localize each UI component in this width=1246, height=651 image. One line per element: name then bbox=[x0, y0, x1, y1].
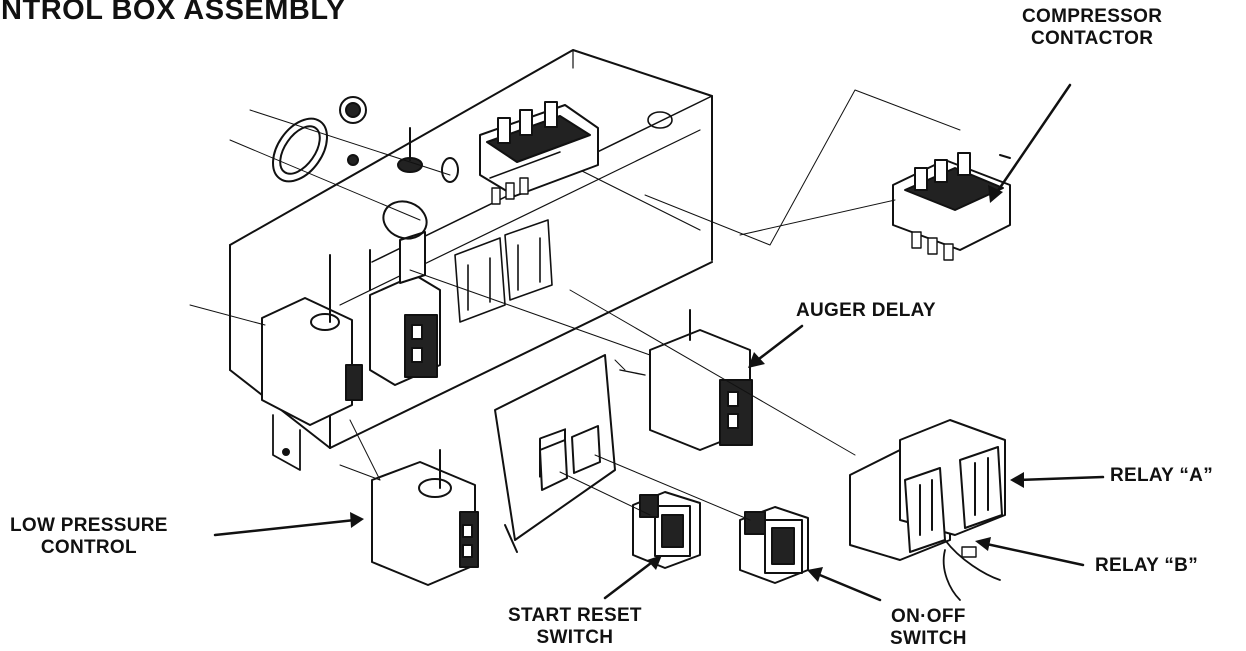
label-low-pressure-control: LOW PRESSURE CONTROL bbox=[10, 515, 168, 559]
label-on-off-switch: ON·OFF SWITCH bbox=[890, 606, 967, 650]
label-start-reset-line2: SWITCH bbox=[536, 626, 614, 648]
label-start-reset-line1: START RESET bbox=[508, 605, 642, 626]
label-compressor-line1: COMPRESSOR bbox=[1022, 6, 1163, 27]
label-on-off-line2: SWITCH bbox=[890, 627, 967, 649]
on-off-switch-part bbox=[739, 506, 809, 584]
explosion-guide-lines bbox=[189, 89, 961, 521]
internal-pressure-control bbox=[261, 254, 363, 426]
label-start-reset-switch: START RESET SWITCH bbox=[508, 605, 642, 649]
internal-auger-delay bbox=[369, 231, 441, 386]
auger-delay-part bbox=[619, 309, 753, 451]
relay-parts bbox=[849, 419, 1006, 601]
internal-contactor bbox=[479, 101, 599, 205]
label-low-pressure-line2: CONTROL bbox=[40, 536, 137, 558]
label-relay-a: RELAY “A” bbox=[1110, 465, 1214, 486]
switch-mounting-plate bbox=[494, 354, 616, 553]
leader-arrows bbox=[213, 83, 1105, 602]
compressor-contactor-part bbox=[892, 152, 1011, 261]
label-compressor-line2: CONTACTOR bbox=[1030, 27, 1154, 49]
label-compressor-contactor: COMPRESSOR CONTACTOR bbox=[1022, 6, 1162, 50]
low-pressure-control-part bbox=[371, 449, 479, 586]
label-relay-b: RELAY “B” bbox=[1095, 555, 1199, 576]
fitting-parts bbox=[229, 96, 459, 240]
label-auger-delay: AUGER DELAY bbox=[796, 300, 936, 321]
internal-relay-sockets bbox=[454, 219, 553, 323]
label-on-off-line1: ON·OFF bbox=[891, 606, 966, 627]
diagram-title: ONTROL BOX ASSEMBLY bbox=[0, 0, 346, 26]
start-reset-switch-part bbox=[632, 491, 701, 569]
label-low-pressure-line1: LOW PRESSURE bbox=[10, 515, 168, 536]
